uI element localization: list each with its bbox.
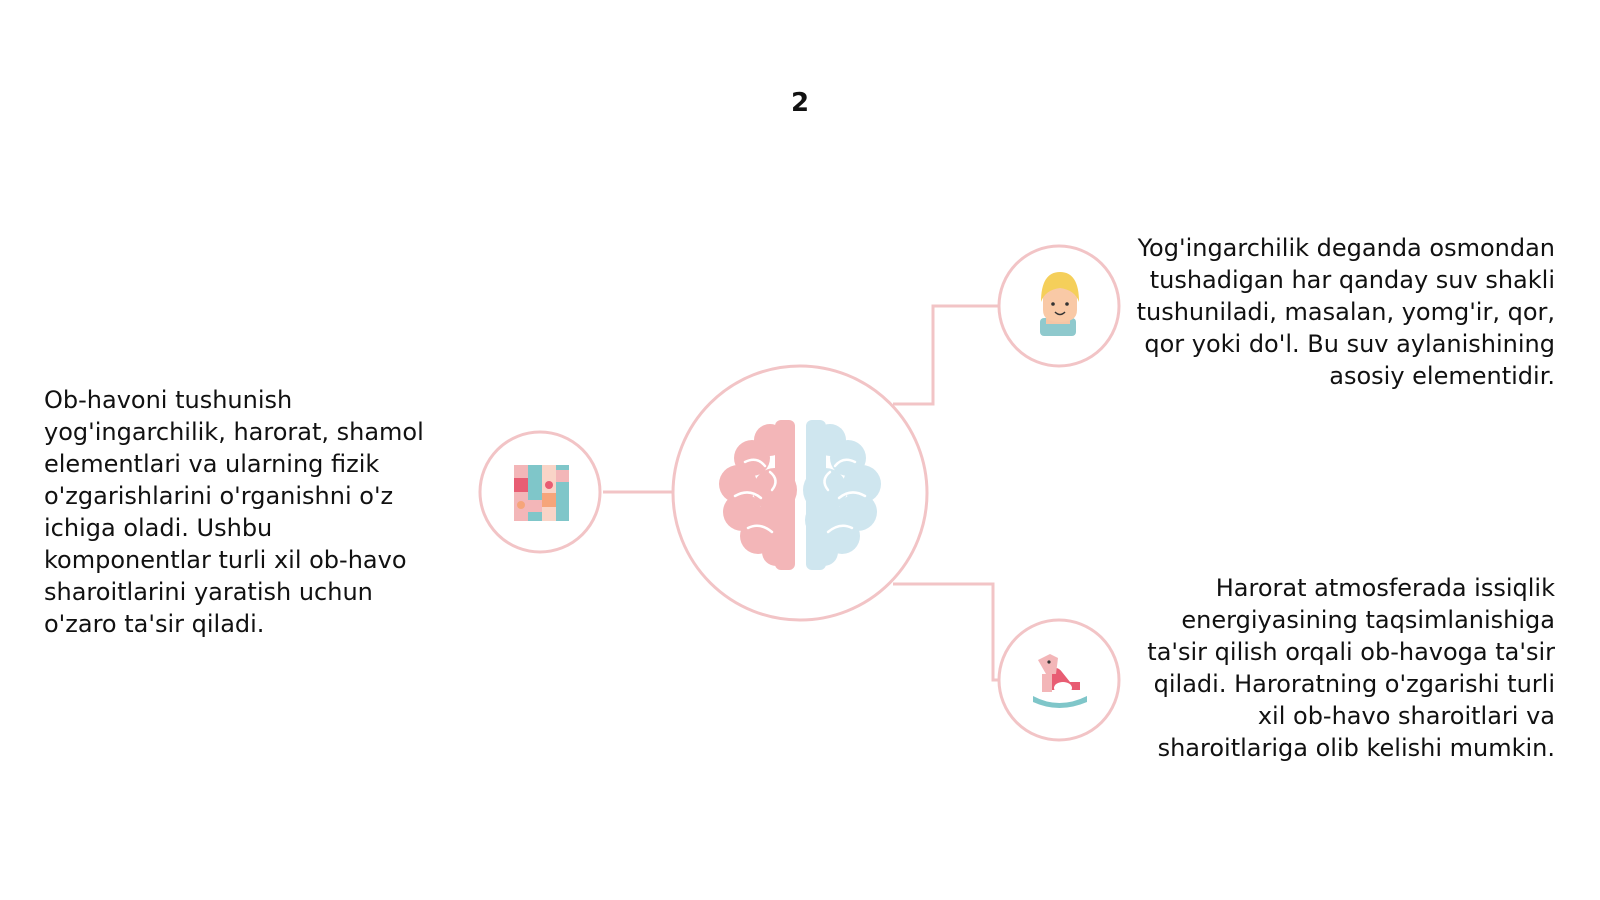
rocking-horse-icon (1033, 654, 1087, 708)
brain-icon (719, 420, 881, 570)
page-number: 2 (790, 88, 810, 118)
connector-top-right (893, 304, 999, 406)
left-description: Ob-havoni tushunish yog'ingarchilik, har… (44, 386, 424, 638)
center-circle (671, 364, 929, 622)
bottom-right-description: Harorat atmosferada issiqlik energiyasin… (1147, 574, 1555, 762)
child-face-icon (1040, 272, 1079, 336)
connector-lines (603, 304, 999, 682)
puzzle-blocks-icon (514, 465, 569, 521)
top-right-description: Yog'ingarchilik deganda osmondan tushadi… (1136, 234, 1555, 390)
connector-bottom-right (893, 582, 999, 682)
